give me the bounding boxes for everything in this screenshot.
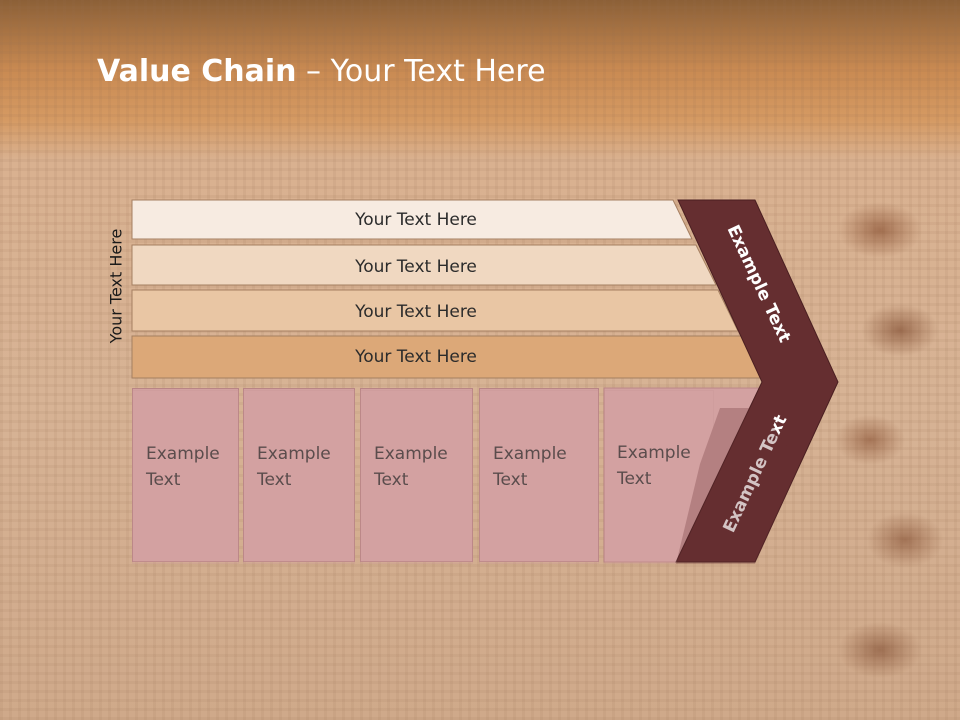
slide-title: Value Chain – Your Text Here [97,54,546,89]
column-4: Example Text [479,388,599,562]
chevron-shape [675,199,839,563]
column-3-line2: Text [374,470,409,490]
title-rest: – Your Text Here [296,54,546,89]
column-4-line1: Example [493,444,567,464]
column-1-line1: Example [146,444,220,464]
column-3: Example Text [360,388,473,562]
column-5-line1: Example [617,443,691,463]
bar-2 [131,244,717,286]
column-1: Example Text [132,388,239,562]
column-3-line1: Example [374,444,448,464]
title-bold: Value Chain [97,54,297,89]
column-2-line2: Text [257,470,292,490]
bar-4-label: Your Text Here [354,347,477,367]
bar-3-label: Your Text Here [354,302,477,322]
column-4-line2: Text [493,470,528,490]
column-1-line2: Text [146,470,181,490]
bar-2-label: Your Text Here [354,257,477,277]
column-5: Example Text [604,388,714,562]
column-2: Example Text [243,388,355,562]
bar-1-label: Your Text Here [354,210,477,230]
column-5-line2: Text [617,469,652,489]
bar-1 [131,199,693,240]
column-2-line1: Example [257,444,331,464]
